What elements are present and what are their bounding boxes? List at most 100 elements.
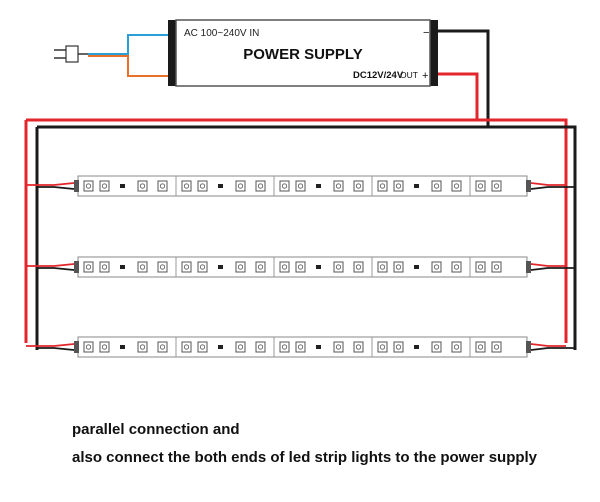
right-red-stub [530,343,566,347]
led-dot [433,183,440,189]
led-dot [199,183,206,189]
strip-end-cap-left [74,261,79,273]
left-black-stub [37,347,75,351]
led-dot [477,183,484,189]
led-dot [395,344,402,350]
led-chip [295,341,306,353]
resistor [120,345,125,349]
led-chip [393,261,404,273]
resistor [316,184,321,188]
led-dot [355,344,362,350]
led-chip [99,180,110,192]
led-dot [453,264,460,270]
led-chip [333,180,344,192]
led-chip [279,261,290,273]
led-chip [255,261,266,273]
resistor [414,265,419,269]
led-chip [451,341,462,353]
led-dot [139,183,146,189]
led-chip [475,261,486,273]
led-dot [297,344,304,350]
strip-end-cap-right [526,180,531,192]
psu-red-wire [438,72,479,120]
led-chip [279,341,290,353]
led-dot [139,264,146,270]
strip-end-cap-right [526,341,531,353]
led-chip [333,341,344,353]
led-chip [197,180,208,192]
led-dot [297,264,304,270]
led-chip [377,180,388,192]
led-dot [85,264,92,270]
caption-line-2: also connect the both ends of led strip … [72,449,538,466]
led-dot [335,183,342,189]
left-red-stub [26,343,75,347]
led-chip [235,261,246,273]
right-black-stub [530,347,575,351]
led-chip [451,180,462,192]
led-chip [431,341,442,353]
led-chip [99,261,110,273]
strip-end-cap-left [74,180,79,192]
caption-line-1: parallel connection and [72,421,240,438]
led-dot [379,344,386,350]
led-chip [377,261,388,273]
resistor [120,184,125,188]
led-dot [237,264,244,270]
led-dot [395,264,402,270]
led-strip [74,175,531,197]
led-chip [431,180,442,192]
led-strip [74,256,531,278]
right-black-stub [530,186,575,190]
resistor [414,345,419,349]
led-chip [197,261,208,273]
resistor [316,265,321,269]
strip-end-cap-right [526,261,531,273]
ps-input-label: AC 100~240V IN [184,28,259,39]
led-dot [395,183,402,189]
led-dot [257,183,264,189]
led-dot [433,264,440,270]
led-chip [99,341,110,353]
led-chip [333,261,344,273]
led-chip [157,261,168,273]
resistor [218,345,223,349]
led-chip [491,180,502,192]
led-chip [255,180,266,192]
left-red-stub [26,263,75,267]
led-chip [235,341,246,353]
led-chip [393,180,404,192]
strip-end-cap-left [74,341,79,353]
led-chip [295,180,306,192]
right-red-stub [530,182,566,186]
led-dot [101,344,108,350]
led-chip [279,180,290,192]
led-dot [183,264,190,270]
led-dot [257,264,264,270]
led-dot [159,264,166,270]
led-chip [451,261,462,273]
led-chip [431,261,442,273]
led-chip [181,341,192,353]
led-chip [83,180,94,192]
led-chip [83,261,94,273]
ps-output-label: DC12V/24V [353,70,404,81]
ps-title: POWER SUPPLY [243,46,362,63]
led-chip [157,341,168,353]
led-dot [493,183,500,189]
led-strips [74,175,531,358]
psu-black-wire [438,29,490,127]
power-supply-box: AC 100~240V IN POWER SUPPLY DC12V/24V OU… [168,19,438,87]
ps-output-suffix: OUT [400,70,418,80]
led-dot [139,344,146,350]
red-bus [24,118,568,343]
led-dot [379,183,386,189]
led-dot [199,344,206,350]
right-red-stub [530,263,566,267]
led-dot [237,183,244,189]
led-dot [281,264,288,270]
led-chip [491,261,502,273]
led-dot [85,183,92,189]
led-dot [335,264,342,270]
resistor [414,184,419,188]
